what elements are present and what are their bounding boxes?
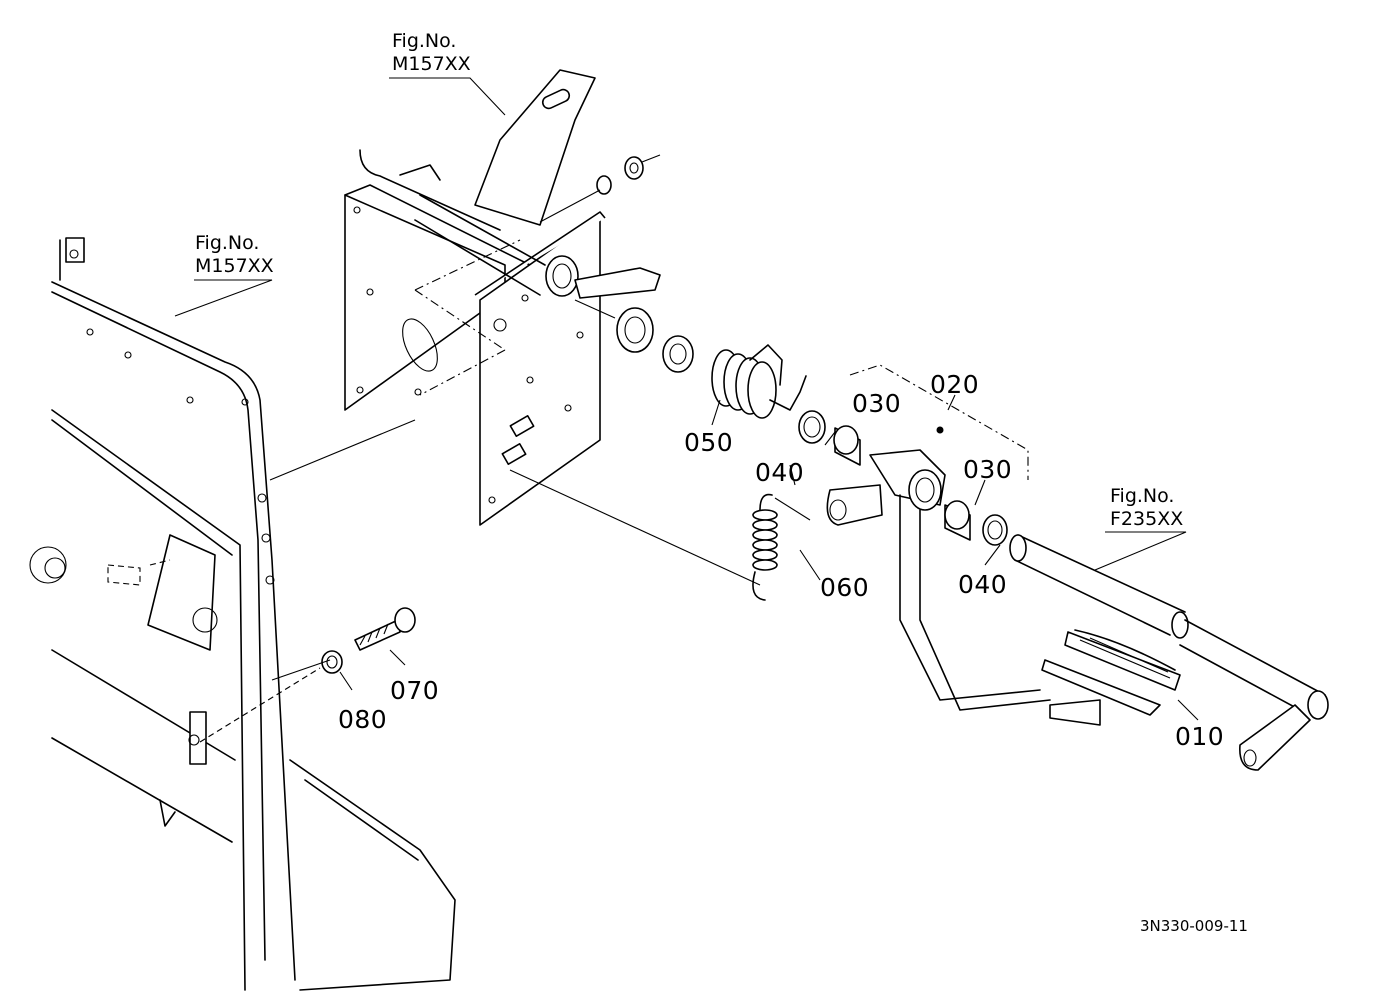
cross-shaft	[1009, 534, 1329, 771]
figure-ref-right-line2: F235XX	[1110, 508, 1184, 530]
part-label-040-b: 040	[958, 570, 1008, 599]
figure-ref-left-line1: Fig.No.	[195, 232, 260, 254]
figure-ref-right-line1: Fig.No.	[1110, 485, 1175, 507]
pedal-bracket	[344, 69, 661, 526]
figure-ref-left: Fig.No. M157XX	[195, 232, 274, 278]
figure-ref-top-line1: Fig.No.	[392, 30, 457, 52]
drawing-code: 3N330-009-11	[1140, 917, 1248, 935]
spring-060	[752, 493, 778, 601]
part-label-010: 010	[1175, 722, 1225, 751]
part-label-030-a: 030	[852, 389, 902, 418]
washer-nut	[539, 154, 661, 223]
leader-lines	[149, 77, 1199, 743]
spring-050	[574, 299, 807, 419]
dashboard-panel	[29, 237, 456, 991]
figure-ref-right: Fig.No. F235XX	[1110, 485, 1183, 531]
pedal-arm-020	[826, 364, 1051, 711]
pedal-pad-010	[1041, 629, 1181, 726]
figure-ref-top-line2: M157XX	[392, 53, 471, 75]
nut-080	[321, 650, 343, 674]
part-label-080: 080	[338, 705, 388, 734]
part-label-020: 020	[930, 370, 980, 399]
bushings-right	[944, 500, 1008, 546]
part-label-060: 060	[820, 573, 870, 602]
figure-ref-left-line2: M157XX	[195, 255, 274, 277]
bushings-left	[798, 410, 861, 466]
part-label-050: 050	[684, 428, 734, 457]
part-label-030-b: 030	[963, 455, 1013, 484]
part-label-040-a: 040	[755, 458, 805, 487]
bolt-070	[354, 607, 416, 651]
figure-ref-top: Fig.No. M157XX	[392, 30, 471, 76]
part-label-070: 070	[390, 676, 440, 705]
